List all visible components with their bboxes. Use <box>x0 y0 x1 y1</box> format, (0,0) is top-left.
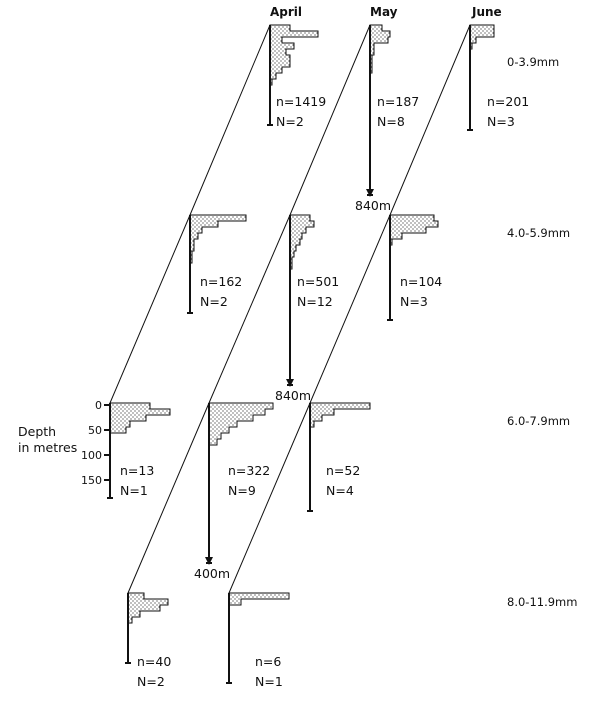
histogram-may-8-0-11-9mm <box>228 592 290 653</box>
size-class-label-8.0-11.9: 8.0-11.9mm <box>507 595 577 609</box>
depth-tick-0: 0 <box>95 399 102 412</box>
depth-tick-50: 50 <box>88 424 102 437</box>
depth-arrow-may-0-3-9mm <box>366 189 374 197</box>
sample-n-may-6-0-7-9mm: n=322 <box>228 463 270 478</box>
station-count-april-0-3-9mm: N=2 <box>276 114 304 129</box>
cohort-line-2a <box>289 24 371 216</box>
station-count-june-0-3-9mm: N=3 <box>487 114 515 129</box>
cohort-line-2c <box>127 402 210 594</box>
station-count-april-8-0-11-9mm: N=2 <box>137 674 165 689</box>
depth-tick-150: 150 <box>81 474 102 487</box>
histogram-april-4-0-5-9mm <box>189 214 247 275</box>
cohort-line-3a <box>389 24 471 216</box>
size-class-label-0-3.9: 0-3.9mm <box>507 55 559 69</box>
depth-axis-label-line2: in metres <box>18 440 77 455</box>
sample-n-april-0-3-9mm: n=1419 <box>276 94 326 109</box>
cohort-line-3b <box>309 214 391 404</box>
month-label-june: June <box>471 5 502 19</box>
histogram-june-4-0-5-9mm <box>389 214 439 275</box>
histogram-may-4-0-5-9mm <box>289 214 315 275</box>
depth-extent-label-may-0-3-9mm: 840m <box>355 198 391 213</box>
histogram-april-0-3-9mm <box>269 24 319 86</box>
histogram-april-6-0-7-9mm <box>109 402 171 463</box>
station-count-april-4-0-5-9mm: N=2 <box>200 294 228 309</box>
station-count-may-6-0-7-9mm: N=9 <box>228 483 256 498</box>
sample-n-april-8-0-11-9mm: n=40 <box>137 654 171 669</box>
sample-n-june-6-0-7-9mm: n=52 <box>326 463 360 478</box>
histogram-april-8-0-11-9mm <box>127 592 169 653</box>
depth-extent-label-may-6-0-7-9mm: 400m <box>194 566 230 581</box>
cohort-line-3c <box>228 402 311 594</box>
depth-arrow-may-6-0-7-9mm <box>205 557 213 565</box>
sample-n-may-4-0-5-9mm: n=501 <box>297 274 339 289</box>
cohort-line-1a <box>189 24 271 216</box>
month-label-may: May <box>370 5 398 19</box>
sample-n-april-6-0-7-9mm: n=13 <box>120 463 154 478</box>
histogram-june-6-0-7-9mm <box>309 402 371 463</box>
depth-axis-label-line1: Depth <box>18 424 56 439</box>
histogram-may-6-0-7-9mm <box>208 402 274 463</box>
sample-n-april-4-0-5-9mm: n=162 <box>200 274 242 289</box>
histogram-june-0-3-9mm <box>469 24 495 73</box>
station-count-june-6-0-7-9mm: N=4 <box>326 483 354 498</box>
sample-n-may-0-3-9mm: n=187 <box>377 94 419 109</box>
sample-n-may-8-0-11-9mm: n=6 <box>255 654 281 669</box>
depth-arrow-may-4-0-5-9mm <box>286 379 294 387</box>
size-class-label-4.0-5.9: 4.0-5.9mm <box>507 226 570 240</box>
histogram-may-0-3-9mm <box>369 24 391 85</box>
sample-n-june-0-3-9mm: n=201 <box>487 94 529 109</box>
histogram-panels: n=1419N=2840mn=187N=8n=201N=3n=162N=2840… <box>107 24 529 689</box>
station-count-may-4-0-5-9mm: N=12 <box>297 294 333 309</box>
station-count-april-6-0-7-9mm: N=1 <box>120 483 148 498</box>
depth-extent-label-may-4-0-5-9mm: 840m <box>275 388 311 403</box>
station-count-june-4-0-5-9mm: N=3 <box>400 294 428 309</box>
size-class-label-6.0-7.9: 6.0-7.9mm <box>507 414 570 428</box>
cohort-line-1b <box>109 214 191 404</box>
station-count-may-0-3-9mm: N=8 <box>377 114 405 129</box>
depth-tick-100: 100 <box>81 449 102 462</box>
cohort-line-2b <box>208 214 291 404</box>
month-label-april: April <box>270 5 302 19</box>
sample-n-june-4-0-5-9mm: n=104 <box>400 274 442 289</box>
station-count-may-8-0-11-9mm: N=1 <box>255 674 283 689</box>
